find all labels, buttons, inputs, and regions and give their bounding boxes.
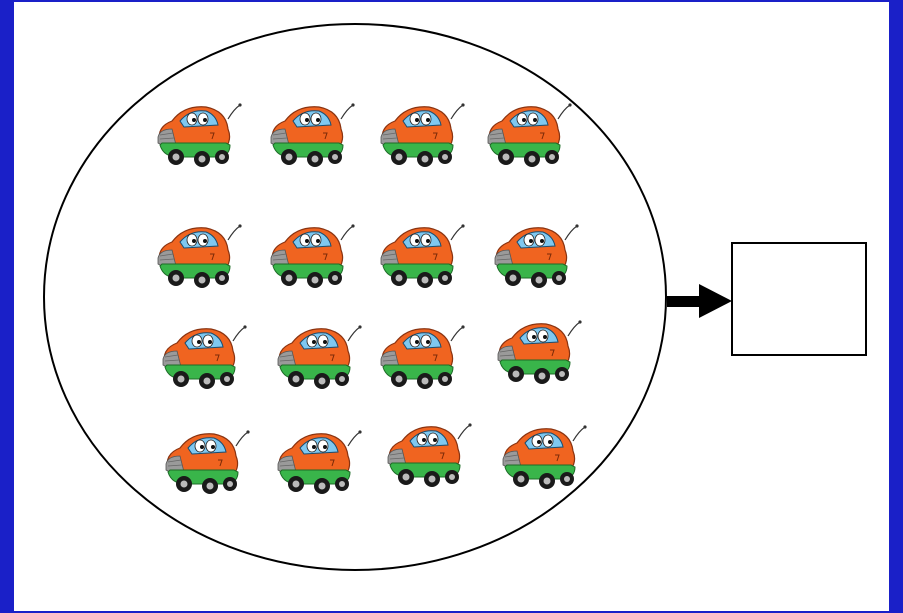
group-ellipse (43, 23, 667, 571)
arrow (667, 284, 732, 318)
answer-box[interactable] (731, 242, 867, 356)
